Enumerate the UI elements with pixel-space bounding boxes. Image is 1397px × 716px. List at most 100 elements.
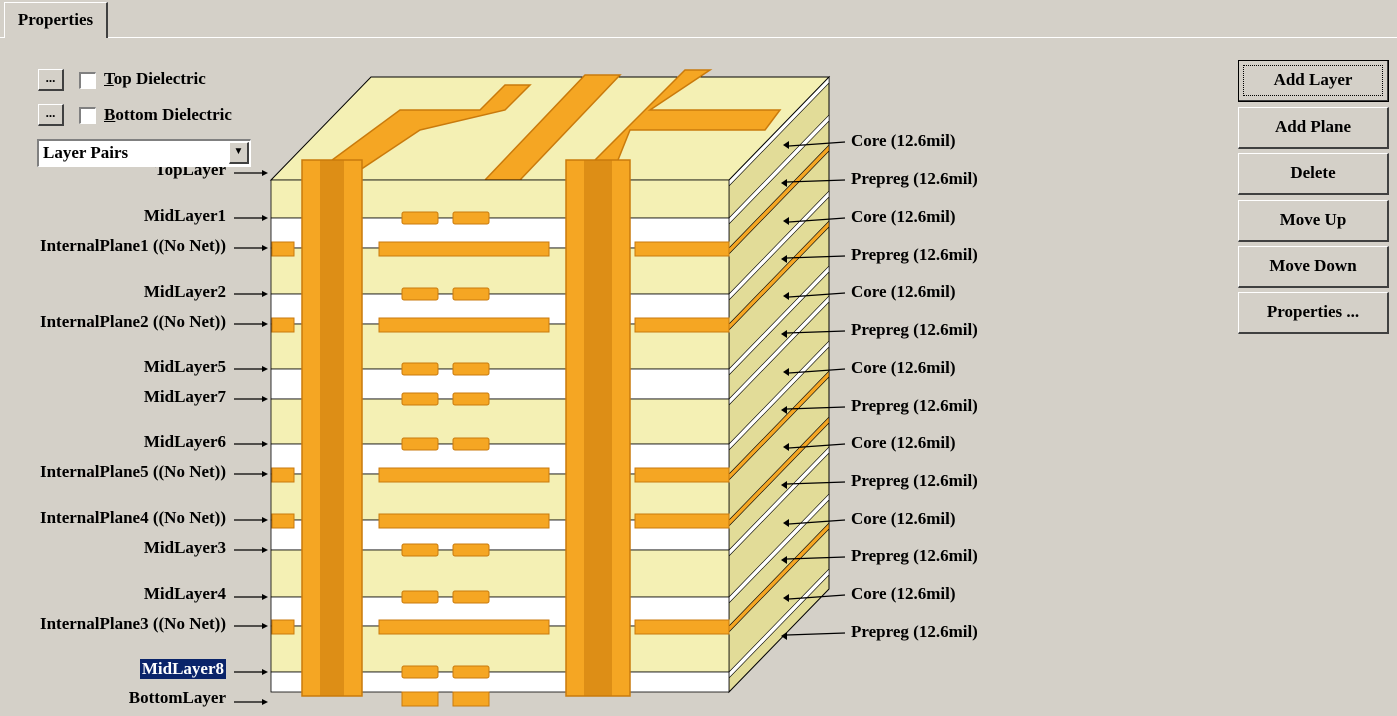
- view-mode-dropdown[interactable]: Layer Pairs ▼: [37, 139, 251, 167]
- signal-pad: [452, 392, 490, 406]
- move-up-button[interactable]: Move Up: [1238, 200, 1389, 242]
- via-bore: [584, 160, 612, 696]
- dielectric-arrow: [786, 255, 846, 259]
- arrow-head: [262, 471, 268, 477]
- bottom-dielectric-checkbox[interactable]: [79, 107, 96, 124]
- layer-label[interactable]: MidLayer4: [143, 584, 226, 603]
- signal-pad: [401, 665, 439, 679]
- plane-copper-bar: [271, 467, 295, 483]
- arrow-head: [781, 406, 787, 414]
- dielectric-label[interactable]: Prepreg (12.6mil): [851, 245, 978, 264]
- layer-label[interactable]: MidLayer7: [143, 387, 226, 406]
- dielectric-arrow: [788, 594, 846, 600]
- dielectric-arrow: [786, 632, 846, 636]
- layer-label[interactable]: InternalPlane2 ((No Net)): [39, 312, 226, 331]
- layer-label[interactable]: BottomLayer: [128, 688, 226, 707]
- layer-label[interactable]: InternalPlane3 ((No Net)): [39, 614, 226, 633]
- dielectric-label[interactable]: Core (12.6mil): [851, 433, 956, 452]
- signal-pad: [401, 211, 439, 225]
- dielectric-arrow: [788, 443, 846, 449]
- arrow-head: [781, 330, 787, 338]
- arrow-head: [783, 217, 789, 225]
- delete-button[interactable]: Delete: [1238, 153, 1389, 195]
- plane-copper-bar: [378, 513, 550, 529]
- arrow-head: [262, 441, 268, 447]
- top-dielectric-hotkey: T: [104, 69, 114, 88]
- arrow-head: [262, 291, 268, 297]
- dielectric-label[interactable]: Prepreg (12.6mil): [851, 320, 978, 339]
- layer-label[interactable]: MidLayer5: [143, 357, 226, 376]
- plane-copper-bar: [634, 513, 730, 529]
- properties-button[interactable]: Properties ...: [1238, 292, 1389, 334]
- signal-pad: [452, 211, 490, 225]
- layer-label[interactable]: MidLayer6: [143, 432, 226, 451]
- top-dielectric-browse-button[interactable]: ...: [38, 69, 64, 91]
- add-plane-button[interactable]: Add Plane: [1238, 107, 1389, 149]
- signal-pad: [401, 543, 439, 557]
- dielectric-label[interactable]: Prepreg (12.6mil): [851, 396, 978, 415]
- arrow-head: [262, 321, 268, 327]
- dielectric-arrow: [786, 406, 846, 410]
- top-dielectric-label[interactable]: Top Dielectric: [104, 69, 206, 89]
- bottom-dielectric-label[interactable]: Bottom Dielectric: [104, 105, 232, 125]
- dielectric-arrow: [786, 481, 846, 485]
- signal-pad: [452, 362, 490, 376]
- via-bore: [320, 160, 344, 696]
- signal-pad: [401, 362, 439, 376]
- add-layer-button[interactable]: Add Layer: [1238, 60, 1389, 102]
- signal-pad: [452, 590, 490, 604]
- arrow-head: [783, 519, 789, 527]
- dielectric-label[interactable]: Core (12.6mil): [851, 584, 956, 603]
- signal-pad: [452, 287, 490, 301]
- arrow-head: [781, 556, 787, 564]
- layer-label[interactable]: InternalPlane4 ((No Net)): [39, 508, 226, 527]
- dielectric-arrow: [786, 179, 846, 183]
- signal-pad: [401, 590, 439, 604]
- focus-rect: [1243, 65, 1383, 96]
- bottom-dielectric-browse-button[interactable]: ...: [38, 104, 64, 126]
- dielectric-label[interactable]: Core (12.6mil): [851, 358, 956, 377]
- layer-label[interactable]: MidLayer8: [139, 659, 226, 679]
- view-mode-value: Layer Pairs: [43, 143, 129, 162]
- signal-pad: [452, 543, 490, 557]
- arrow-head: [783, 292, 789, 300]
- plane-copper-bar: [271, 241, 295, 257]
- arrow-head: [783, 368, 789, 376]
- layer-label[interactable]: MidLayer1: [143, 206, 226, 225]
- bottom-pad: [452, 691, 490, 707]
- add-layer-label: Add Layer: [1273, 70, 1353, 89]
- chevron-down-icon[interactable]: ▼: [229, 142, 249, 164]
- tab-properties[interactable]: Properties: [4, 2, 108, 38]
- plane-copper-bar: [271, 513, 295, 529]
- layer-label[interactable]: MidLayer2: [143, 282, 226, 301]
- signal-pad: [401, 287, 439, 301]
- dielectric-label[interactable]: Core (12.6mil): [851, 207, 956, 226]
- plane-copper-bar: [378, 467, 550, 483]
- layer-label[interactable]: InternalPlane5 ((No Net)): [39, 462, 226, 481]
- top-dielectric-checkbox[interactable]: [79, 72, 96, 89]
- dielectric-label[interactable]: Core (12.6mil): [851, 509, 956, 528]
- plane-copper-bar: [634, 317, 730, 333]
- dielectric-label[interactable]: Prepreg (12.6mil): [851, 471, 978, 490]
- dielectric-label[interactable]: Core (12.6mil): [851, 131, 956, 150]
- move-down-button[interactable]: Move Down: [1238, 246, 1389, 288]
- dielectric-label[interactable]: Prepreg (12.6mil): [851, 169, 978, 188]
- arrow-head: [262, 366, 268, 372]
- dielectric-arrow: [788, 217, 846, 223]
- plane-copper-bar: [378, 317, 550, 333]
- layer-label[interactable]: MidLayer3: [143, 538, 226, 557]
- arrow-head: [262, 594, 268, 600]
- top-dielectric-label-text: op Dielectric: [113, 69, 206, 88]
- dielectric-arrow: [786, 330, 846, 334]
- signal-pad: [401, 437, 439, 451]
- dielectric-label[interactable]: Core (12.6mil): [851, 282, 956, 301]
- dielectric-label[interactable]: Prepreg (12.6mil): [851, 622, 978, 641]
- arrow-head: [262, 245, 268, 251]
- arrow-head: [781, 179, 787, 187]
- bottom-dielectric-label-text: ottom Dielectric: [115, 105, 232, 124]
- dielectric-label[interactable]: Prepreg (12.6mil): [851, 546, 978, 565]
- layer-label[interactable]: InternalPlane1 ((No Net)): [39, 236, 226, 255]
- top-trace: [302, 84, 532, 181]
- tab-baseline: [0, 37, 1397, 38]
